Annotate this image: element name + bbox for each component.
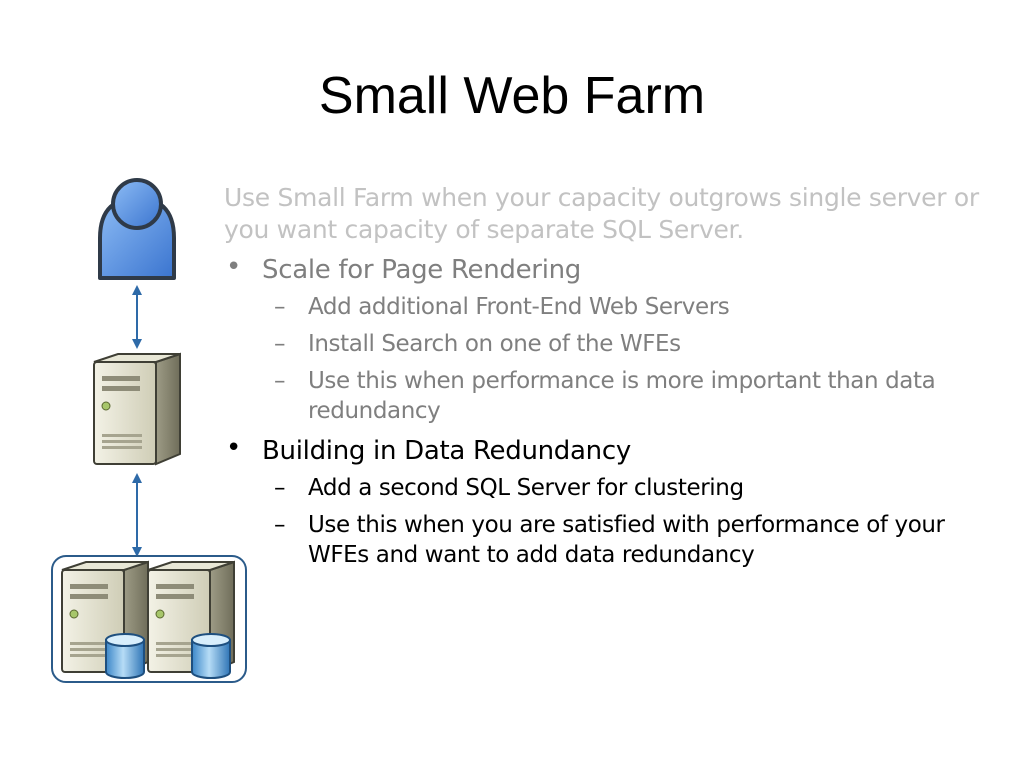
bullet-marker: • <box>226 433 242 463</box>
web-server-icon <box>93 353 181 465</box>
list-item: – Use this when you are satisfied with p… <box>262 510 984 570</box>
database-cylinder-icon <box>105 633 145 679</box>
list-item: – Add a second SQL Server for clustering <box>262 473 984 503</box>
list-item: – Install Search on one of the WFEs <box>262 329 984 359</box>
dash-marker: – <box>274 475 286 501</box>
bullet-section-redundancy: • Building in Data Redundancy – Add a se… <box>224 433 984 570</box>
bullet-list: • Scale for Page Rendering – Add additio… <box>224 252 984 570</box>
list-item-text: Use this when performance is more import… <box>308 368 936 424</box>
bullet-section-scale: • Scale for Page Rendering – Add additio… <box>224 252 984 426</box>
dash-marker: – <box>274 331 286 357</box>
list-item-text: Use this when you are satisfied with per… <box>308 512 945 568</box>
list-item: – Add additional Front-End Web Servers <box>262 292 984 322</box>
architecture-diagram <box>51 178 247 683</box>
dash-marker: – <box>274 294 286 320</box>
sub-list: – Add a second SQL Server for clustering… <box>262 473 984 570</box>
slide-body: Use Small Farm when your capacity outgro… <box>224 182 984 577</box>
list-item: – Use this when performance is more impo… <box>262 366 984 426</box>
dash-marker: – <box>274 368 286 394</box>
sub-list: – Add additional Front-End Web Servers –… <box>262 292 984 426</box>
bullet-marker: • <box>226 252 242 282</box>
intro-text: Use Small Farm when your capacity outgro… <box>224 183 979 244</box>
dash-marker: – <box>274 512 286 538</box>
list-item-text: Add additional Front-End Web Servers <box>308 294 730 320</box>
slide-title: Small Web Farm <box>318 67 706 125</box>
section-heading: Building in Data Redundancy <box>262 436 631 466</box>
list-item-text: Install Search on one of the WFEs <box>308 331 681 357</box>
database-cylinder-icon <box>191 633 231 679</box>
user-icon <box>98 178 176 280</box>
list-item-text: Add a second SQL Server for clustering <box>308 475 744 501</box>
sql-cluster-box <box>51 555 247 683</box>
section-heading: Scale for Page Rendering <box>262 255 582 285</box>
